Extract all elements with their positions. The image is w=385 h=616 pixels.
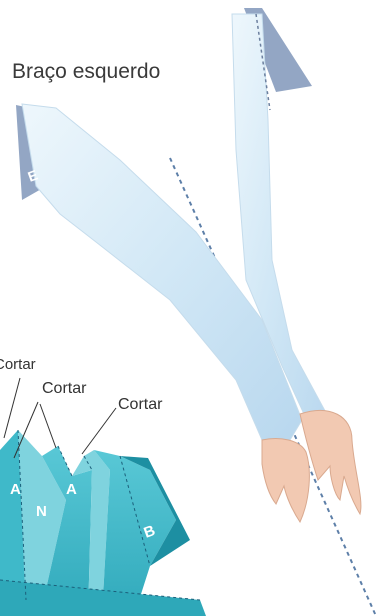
- piece-letter-a-right: A: [66, 481, 77, 498]
- left-hand: [262, 439, 309, 523]
- page-title: Braço esquerdo: [12, 60, 160, 84]
- piece-letter-a-left: A: [10, 481, 21, 498]
- bodice-pattern: [0, 430, 206, 616]
- cut-label: Cortar: [42, 380, 86, 398]
- piece-letter-n: N: [36, 503, 47, 520]
- cut-label: Cortar: [0, 356, 36, 373]
- cut-label: Cortar: [118, 396, 162, 414]
- right-hand: [300, 410, 361, 514]
